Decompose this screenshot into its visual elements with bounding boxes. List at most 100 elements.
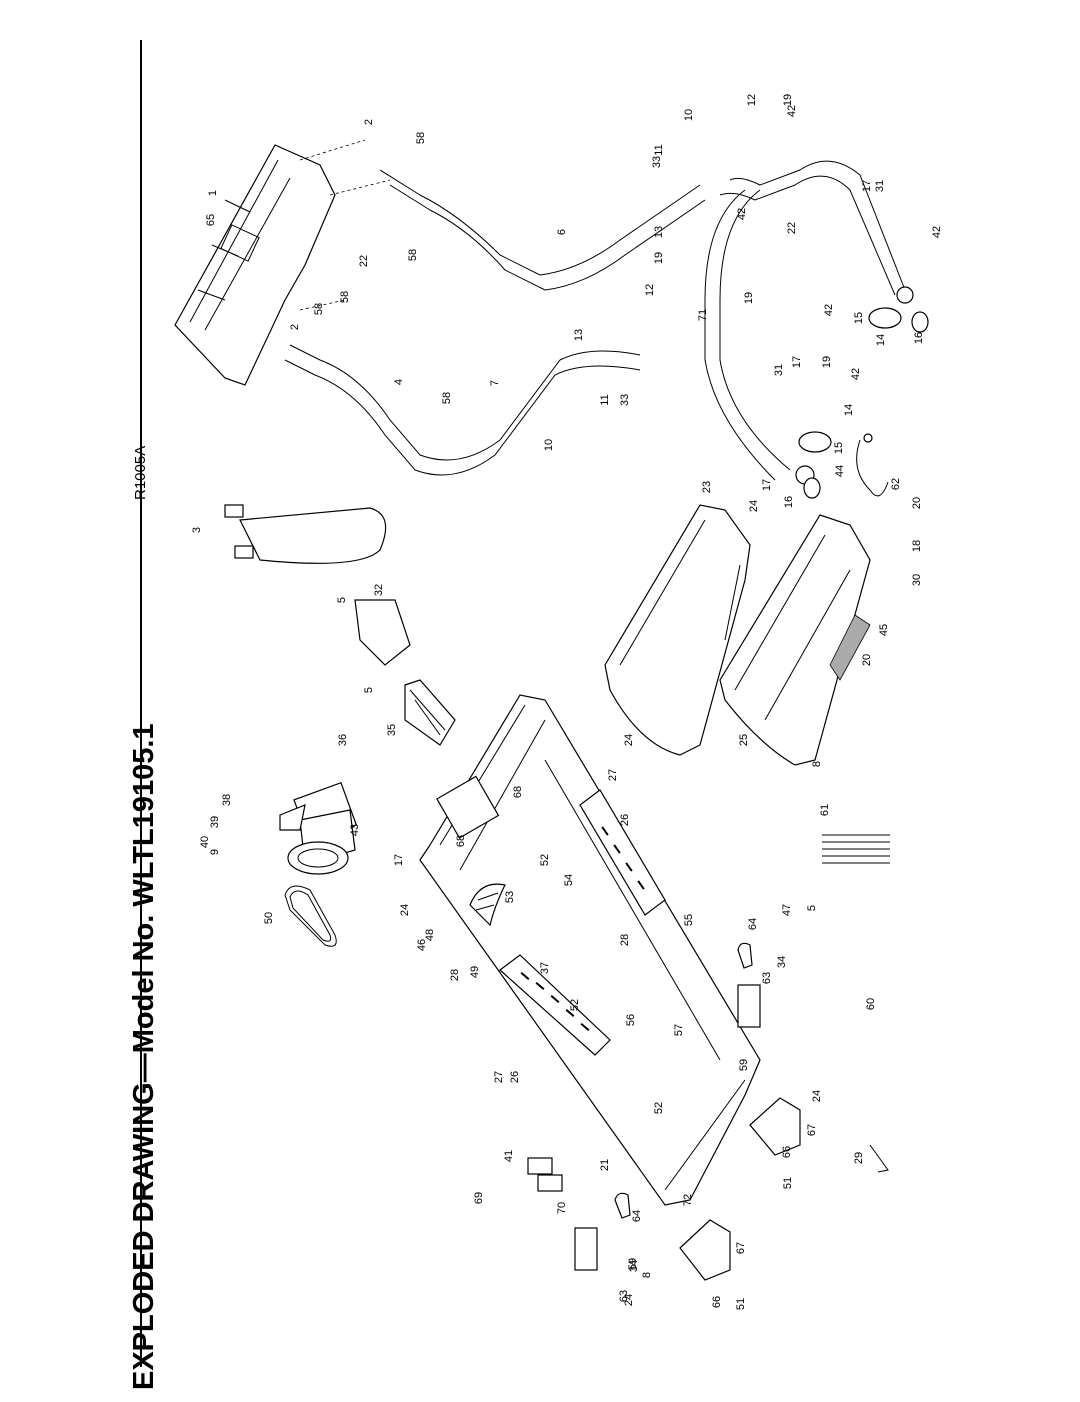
callout-1: 1 xyxy=(207,190,219,196)
callout-21: 21 xyxy=(599,1159,611,1171)
callout-3: 3 xyxy=(191,527,203,533)
callout-39: 39 xyxy=(209,816,221,828)
callout-27: 27 xyxy=(493,1071,505,1083)
callout-33: 33 xyxy=(651,156,663,168)
callout-37: 37 xyxy=(539,962,551,974)
callout-57: 57 xyxy=(673,1024,685,1036)
callout-19: 19 xyxy=(743,292,755,304)
callout-5: 5 xyxy=(806,905,818,911)
callout-17: 17 xyxy=(861,180,873,192)
callout-36: 36 xyxy=(337,734,349,746)
callout-15: 15 xyxy=(833,442,845,454)
callout-17: 17 xyxy=(393,854,405,866)
leveling-brackets xyxy=(574,942,761,1271)
callout-19: 19 xyxy=(653,252,665,264)
side-rails xyxy=(499,789,666,1056)
lower-hood xyxy=(719,514,871,766)
callout-42: 42 xyxy=(786,105,798,117)
callout-13: 13 xyxy=(653,226,665,238)
callout-58: 58 xyxy=(407,249,419,261)
callout-58: 58 xyxy=(441,392,453,404)
callout-58: 58 xyxy=(313,303,325,315)
callout-34: 34 xyxy=(776,956,788,968)
callout-5: 5 xyxy=(363,687,375,693)
callout-67: 67 xyxy=(806,1124,818,1136)
callout-63: 63 xyxy=(761,972,773,984)
callout-50: 50 xyxy=(263,912,275,924)
callout-43: 43 xyxy=(349,824,361,836)
rear-end-caps xyxy=(679,1097,801,1281)
callout-34: 34 xyxy=(628,1260,640,1272)
callout-72: 72 xyxy=(682,1194,694,1206)
walking-deck xyxy=(604,504,751,756)
callout-55: 55 xyxy=(683,914,695,926)
callout-42: 42 xyxy=(736,208,748,220)
callout-24: 24 xyxy=(748,500,760,512)
motor-hood xyxy=(224,504,387,564)
handrail-frame xyxy=(704,160,929,499)
callout-11: 11 xyxy=(599,394,611,405)
callout-28: 28 xyxy=(449,969,461,981)
callout-70: 70 xyxy=(556,1202,568,1214)
callout-7: 7 xyxy=(489,380,501,386)
callout-19: 19 xyxy=(782,94,794,106)
callout-10: 10 xyxy=(683,109,695,121)
callout-53: 53 xyxy=(504,891,516,903)
callout-54: 54 xyxy=(563,874,575,886)
callout-16: 16 xyxy=(913,332,925,344)
callout-42: 42 xyxy=(850,368,862,380)
callout-52: 52 xyxy=(569,999,581,1011)
callout-22: 22 xyxy=(358,255,370,267)
callout-16: 16 xyxy=(783,496,795,508)
callout-24: 24 xyxy=(623,734,635,746)
callout-19: 19 xyxy=(821,356,833,368)
callout-18: 18 xyxy=(911,540,923,552)
callout-27: 27 xyxy=(607,769,619,781)
callout-35: 35 xyxy=(386,724,398,736)
callout-28: 28 xyxy=(619,934,631,946)
callout-4: 4 xyxy=(393,379,405,385)
callout-47: 47 xyxy=(781,904,793,916)
callout-25: 25 xyxy=(738,734,750,746)
upright-tubes xyxy=(284,169,706,476)
callout-22: 22 xyxy=(786,222,798,234)
callout-42: 42 xyxy=(931,226,943,238)
callout-31: 31 xyxy=(773,364,785,376)
callout-49: 49 xyxy=(469,966,481,978)
callout-52: 52 xyxy=(539,854,551,866)
callout-65: 65 xyxy=(205,214,217,226)
flywheel xyxy=(469,883,506,927)
callout-32: 32 xyxy=(373,584,385,596)
callout-24: 24 xyxy=(811,1090,823,1102)
callout-41: 41 xyxy=(503,1150,515,1162)
callout-10: 10 xyxy=(543,439,555,451)
console-part xyxy=(174,139,391,386)
callout-2: 2 xyxy=(363,119,375,125)
callout-64: 64 xyxy=(631,1210,643,1222)
title-rule xyxy=(140,40,142,1367)
callout-8: 8 xyxy=(641,1272,653,1278)
callout-59: 59 xyxy=(738,1059,750,1071)
callout-51: 51 xyxy=(735,1298,747,1310)
callout-58: 58 xyxy=(339,291,351,303)
callout-24: 24 xyxy=(399,904,411,916)
callout-51: 51 xyxy=(782,1177,794,1189)
allen-wrench xyxy=(869,1144,889,1173)
callout-40: 40 xyxy=(199,836,211,848)
callout-64: 64 xyxy=(747,918,759,930)
callout-24: 24 xyxy=(623,1294,635,1306)
wire-ties xyxy=(822,834,890,864)
main-frame xyxy=(419,694,761,1206)
clips xyxy=(527,1157,563,1192)
callout-69: 69 xyxy=(473,1192,485,1204)
callout-62: 62 xyxy=(890,478,902,490)
callout-17: 17 xyxy=(761,479,773,491)
callout-60: 60 xyxy=(865,998,877,1010)
callout-2: 2 xyxy=(289,324,301,330)
callout-42: 42 xyxy=(823,304,835,316)
callout-66: 66 xyxy=(711,1296,723,1308)
callout-46: 46 xyxy=(416,939,428,951)
